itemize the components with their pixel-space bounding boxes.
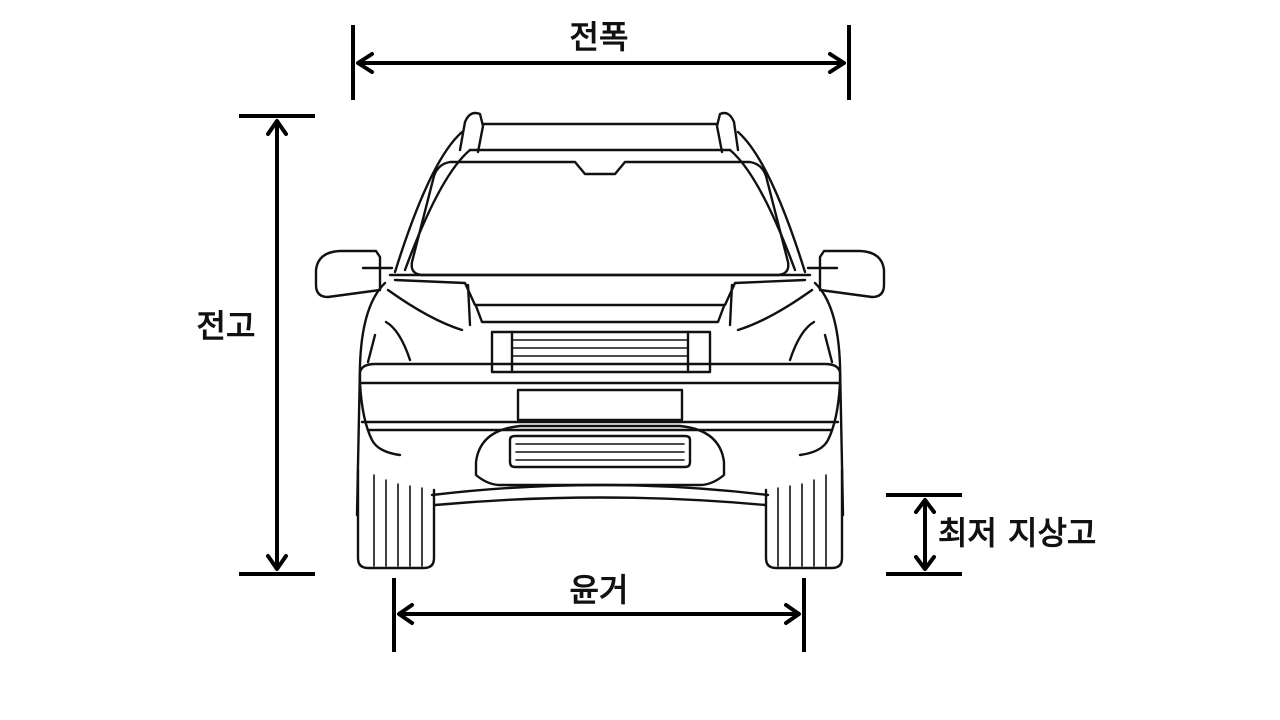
- height-dimension: 전고: [197, 114, 315, 576]
- width-arrowhead-left: [356, 52, 374, 74]
- height-label: 전고: [197, 307, 256, 345]
- height-arrowhead-top: [266, 119, 288, 136]
- ground-clearance-arrowhead-bottom: [914, 555, 936, 571]
- width-dimension: 전폭: [351, 18, 851, 100]
- track-label: 윤거: [570, 571, 629, 609]
- ground-clearance-label: 최저 지상고: [938, 514, 1096, 552]
- track-arrowhead-left: [397, 603, 414, 625]
- track-arrowhead-right: [784, 603, 801, 625]
- suv-front-view-icon: [314, 111, 886, 570]
- width-arrowhead-right: [828, 52, 846, 74]
- ground-clearance-dimension: 최저 지상고: [886, 493, 1096, 576]
- track-dimension: 윤거: [392, 571, 806, 652]
- width-label: 전폭: [570, 18, 629, 56]
- ground-clearance-arrowhead-top: [914, 498, 936, 514]
- height-arrowhead-bottom: [266, 554, 288, 571]
